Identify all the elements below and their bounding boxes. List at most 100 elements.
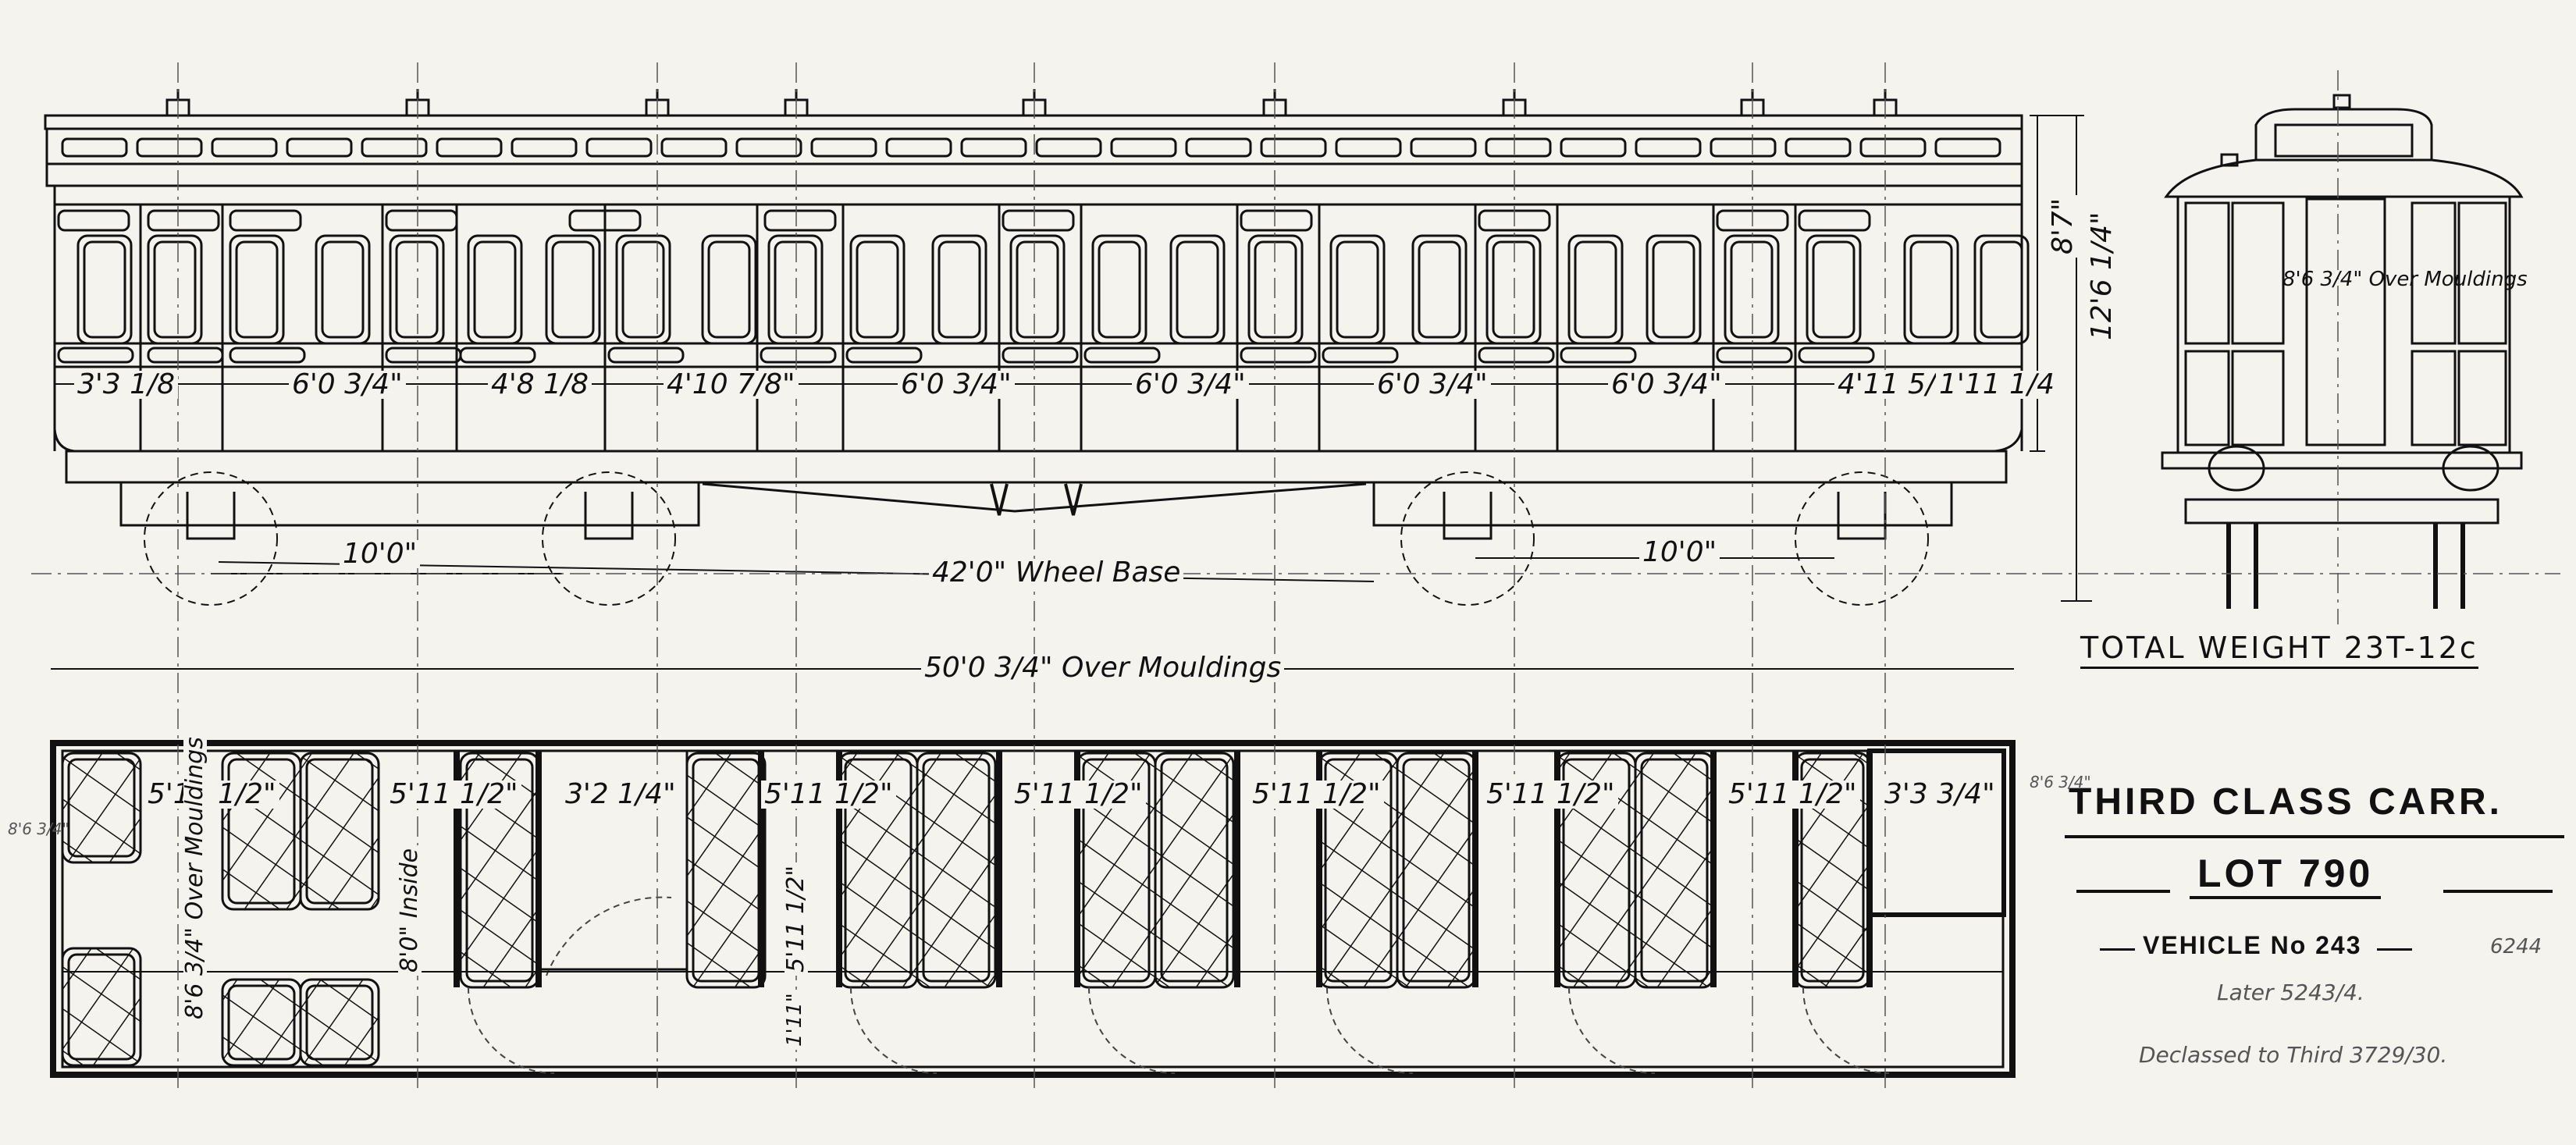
window-glass [1016,240,1059,339]
roof-light [211,137,278,158]
vent-panel [229,209,302,232]
side-window [76,234,133,345]
side-window [931,234,987,345]
roof-light [511,137,578,158]
roof-light [286,137,353,158]
overall-length: 50'0 3/4" Over Mouldings [921,654,1285,682]
plan-width-over: 8'6 3/4" Over Mouldings [181,734,208,1022]
window-glass [235,240,279,339]
door-swing [1568,987,1656,1074]
vehicle-side-note: 6244 [2490,935,2542,958]
lower-panel [1322,347,1399,364]
seat-cushion [1634,752,1715,989]
side-window [147,234,203,345]
vehicle-rule-left [2100,948,2135,951]
vent-panel [1240,209,1313,232]
compartment-width-label: 3'3 1/8 [74,371,179,399]
window-glass [1336,240,1379,339]
wheelbase-dimension: 42'0" Wheel Base [929,559,1184,587]
seat-frame [227,758,296,905]
compartment-width-label: 6'0 3/4" [289,371,406,399]
vehicle-number: VEHICLE No 243 [2143,931,2362,959]
compartment-width-label: 6'0 3/4" [1374,371,1491,399]
roof-light [1859,137,1927,158]
lower-panel [57,347,134,364]
window-glass [938,240,981,339]
height-small-dimension: 8'7" [2047,194,2079,258]
window-glass [153,240,197,339]
compartment-width-label: 6'0 3/4" [898,371,1015,399]
seat-frame [1800,758,1865,983]
roof-light [136,137,203,158]
plan-compartment-label: 5'11 1/2" [144,781,279,809]
lower-panel [1560,347,1637,364]
lower-panel [229,347,306,364]
lower-panel [1478,347,1555,364]
seat-frame [465,758,534,983]
plan-width-inside: 8'0" Inside [396,845,423,976]
bogie-wheel [144,471,278,606]
seat-frame [305,984,374,1061]
roof-light [1934,137,2001,158]
side-window [1009,234,1066,345]
total-weight: TOTAL WEIGHT 23T-12c [2080,631,2478,669]
roof-light [1335,137,1402,158]
class-title: THIRD CLASS CARR. [2069,781,2503,823]
lower-panel [1240,347,1317,364]
plan-compartment-label: 5'11 1/2" [761,781,896,809]
vent-panel [568,209,642,232]
plan-compartment-label: 3'2 1/4" [562,781,679,809]
side-window [1567,234,1624,345]
plan-compartment-label: 5'11 1/2" [386,781,521,809]
side-window [389,234,445,345]
bogie-wheel [1400,471,1535,606]
lower-panel [607,347,685,364]
roof-light [436,137,503,158]
door-swing [1802,987,1890,1074]
window-glass [707,240,751,339]
roof-light [1635,137,1702,158]
roof-light [1710,137,1777,158]
lower-panel [1083,347,1161,364]
lavatory-right [1867,749,2006,917]
axle-box [584,492,634,540]
seat-cushion [916,752,997,989]
window-glass [774,240,817,339]
roof-light [1784,137,1852,158]
side-window [1169,234,1226,345]
later-note: Later 5243/4. [2217,980,2364,1005]
window-glass [621,240,665,339]
roof-light [61,137,128,158]
lower-panel [845,347,923,364]
side-window [1091,234,1147,345]
axle-box [1443,492,1493,540]
seat-frame [1640,758,1709,983]
door-swing [468,987,555,1074]
side-window [315,234,371,345]
lower-panel [459,347,536,364]
seat-frame [227,984,296,1061]
door-swing [1088,987,1176,1074]
plan-compartment-label: 3'3 3/4" [1881,781,1998,809]
roof-light [1560,137,1627,158]
compartment-width-label: 4'8 1/8 [488,371,592,399]
door-swing [850,987,938,1074]
roof-light [660,137,728,158]
side-window [1903,234,1959,345]
roof-light [361,137,428,158]
lot-rule-left [2076,890,2170,893]
window-glass [1574,240,1617,339]
roof-light [1110,137,1177,158]
side-window [849,234,906,345]
roof-light [1485,137,1552,158]
vent-panel [1798,209,1871,232]
compartment-width-label: 4'10 7/8" [664,371,799,399]
side-window [1973,234,2030,345]
side-window [545,234,601,345]
door-gap-dimension: 1'11" [783,990,806,1050]
seat-frame [922,758,991,983]
axle-box [1837,492,1887,540]
vent-panel [57,209,130,232]
bogie-wheel [1795,471,1929,606]
